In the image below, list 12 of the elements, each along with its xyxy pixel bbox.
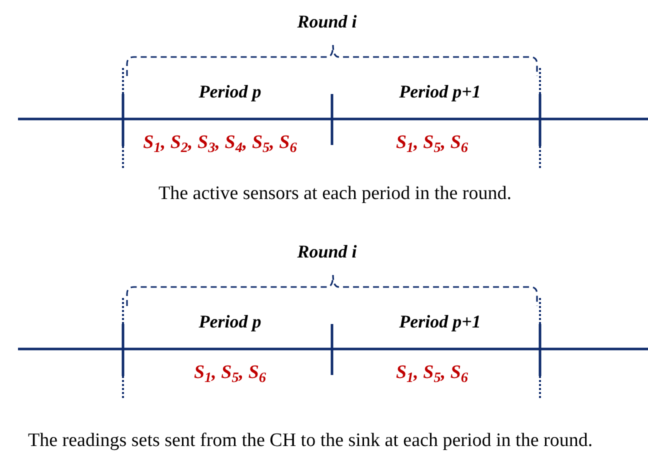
sensor-set-label: S$_{1}$, S$_{5}$, S$_{6}$ [396, 360, 468, 388]
caption: The active sensors at each period in the round. [158, 182, 512, 206]
sensor-set-label: S$_{1}$, S$_{2}$, S$_{3}$, S$_{4}$, S$_{5}$, S$_{6}$ [143, 130, 297, 158]
period-label: Period p+1 [399, 310, 481, 334]
sensor-set-label: S$_{1}$, S$_{5}$, S$_{6}$ [396, 130, 468, 158]
period-label: Period p [198, 80, 262, 104]
round-label: Round i [297, 10, 357, 34]
period-label: Period p [198, 310, 262, 334]
sensor-set-label: S$_{1}$, S$_{5}$, S$_{6}$ [194, 360, 266, 388]
period-label: Period p+1 [399, 80, 481, 104]
round-label: Round i [297, 240, 357, 264]
caption: The readings sets sent from the CH to the sink at each period in the round. [28, 429, 593, 453]
